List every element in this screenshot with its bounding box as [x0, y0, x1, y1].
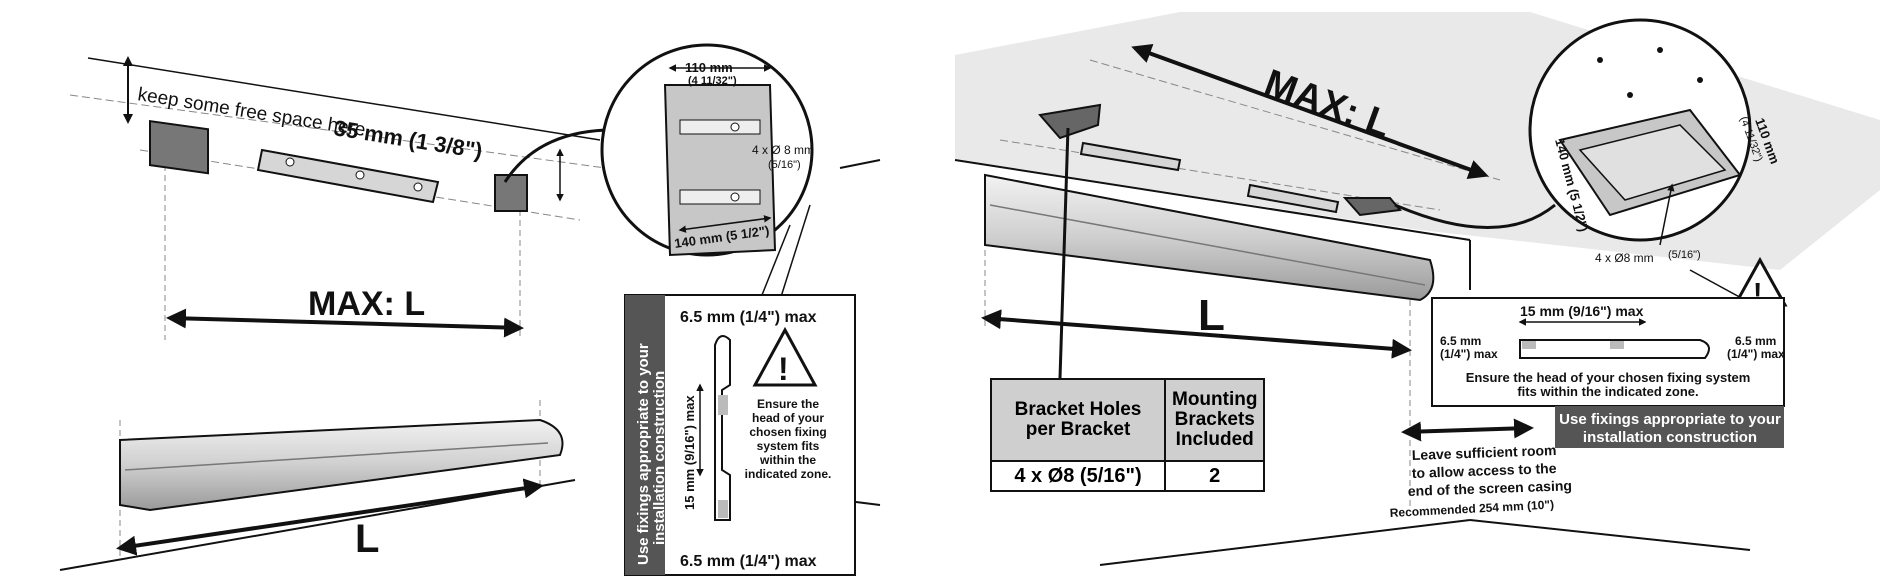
free-space-value: 35 mm (1 3/8"): [332, 115, 484, 163]
table-cell-holes: 4 x Ø8 (5/16"): [990, 460, 1166, 492]
bracket-table: Bracket Holes per Bracket Mounting Brack…: [990, 378, 1266, 492]
right-length-arrow: [981, 309, 1412, 359]
right-detail-holes-inch: (5/16"): [1668, 249, 1701, 261]
access-arrow: [1401, 418, 1534, 442]
access-note-line-1: Leave sufficient room: [1412, 442, 1557, 463]
right-head-right-inch: (1/4") max: [1727, 347, 1785, 361]
left-max-head-bottom: 6.5 mm (1/4") max: [680, 553, 817, 570]
left-screen-casing: [119, 418, 564, 512]
right-head-left-value: 6.5 mm: [1440, 334, 1481, 348]
left-fixing-banner: [625, 295, 665, 575]
svg-text:!: !: [1753, 277, 1762, 308]
recommended-note: Recommended 254 mm (10"): [1389, 497, 1554, 520]
right-warning-line-1: Ensure the head of your chosen fixing sy…: [1466, 370, 1751, 385]
right-bracket-2: [1342, 197, 1402, 217]
left-slot-width: 15 mm (9/16") max: [682, 395, 697, 510]
left-max-length-arrow: [166, 308, 524, 338]
right-fixing-banner-line1: Use fixings appropriate to your: [1559, 411, 1781, 428]
table-header-holes: Bracket Holes per Bracket: [990, 378, 1166, 462]
svg-text:!: !: [778, 351, 789, 387]
right-screen-casing: [984, 173, 1435, 302]
right-fixing-banner: [1555, 406, 1784, 448]
left-max-head-top: 6.5 mm (1/4") max: [680, 309, 817, 326]
left-warning-line-3: chosen fixing: [749, 425, 826, 439]
right-slot-width: 15 mm (9/16") max: [1520, 303, 1644, 319]
right-head-right-value: 6.5 mm: [1735, 334, 1776, 348]
access-note-line-2: to allow access to the: [1412, 460, 1557, 481]
spirit-level: [256, 148, 440, 204]
right-length-label: L: [1198, 291, 1225, 340]
right-ceiling-diagram: MAX: L L 110 mm (4 11/32") 140 mm (5 1/2…: [954, 12, 1880, 566]
left-warning-line-6: indicated zone.: [745, 467, 832, 481]
left-fixing-banner-line1: Use fixings appropriate to your: [635, 343, 652, 565]
table-cell-brackets: 2: [1163, 460, 1266, 492]
table-header-brackets: Mounting Brackets Included: [1163, 378, 1266, 462]
left-warning-line-4: system fits: [757, 439, 820, 453]
left-length-label: L: [355, 517, 379, 561]
left-detail-holes: 4 x Ø 8 mm: [752, 143, 814, 157]
bracket-table-header: Bracket Holes per Bracket Mounting Brack…: [990, 378, 1266, 462]
left-detail-width-top-inch: (4 11/32"): [688, 75, 737, 87]
left-bracket-profile: [714, 335, 731, 521]
left-max-label: MAX: L: [308, 285, 425, 323]
right-spirit-level: [1079, 141, 1182, 172]
right-max-length-arrow: [1131, 44, 1489, 179]
right-level-2: [1246, 183, 1340, 214]
right-detail-holes: 4 x Ø8 mm: [1595, 251, 1654, 265]
left-warning-line-5: within the: [759, 453, 816, 467]
right-warning-line-2: fits within the indicated zone.: [1517, 384, 1698, 399]
right-head-left-inch: (1/4") max: [1440, 347, 1498, 361]
left-bracket-1: [149, 119, 209, 175]
left-detail-width-top: 110 mm: [685, 60, 733, 75]
left-bracket-2: [494, 174, 528, 212]
left-length-arrow: [116, 478, 544, 556]
left-warning-icon: [752, 326, 818, 387]
access-note-line-3: end of the screen casing: [1408, 477, 1573, 499]
table-row: 4 x Ø8 (5/16") 2: [990, 460, 1266, 492]
left-fixing-banner-line2: installation construction: [651, 371, 668, 545]
left-warning-line-1: Ensure the: [757, 397, 819, 411]
right-fixing-banner-line2: installation construction: [1583, 429, 1757, 446]
left-warning-line-2: head of your: [752, 411, 824, 425]
left-wall-diagram: keep some free space here 35 mm (1 3/8")…: [59, 43, 881, 576]
left-detail-holes-inch: (5/16"): [768, 159, 801, 171]
right-bracket-1: [1038, 103, 1102, 140]
